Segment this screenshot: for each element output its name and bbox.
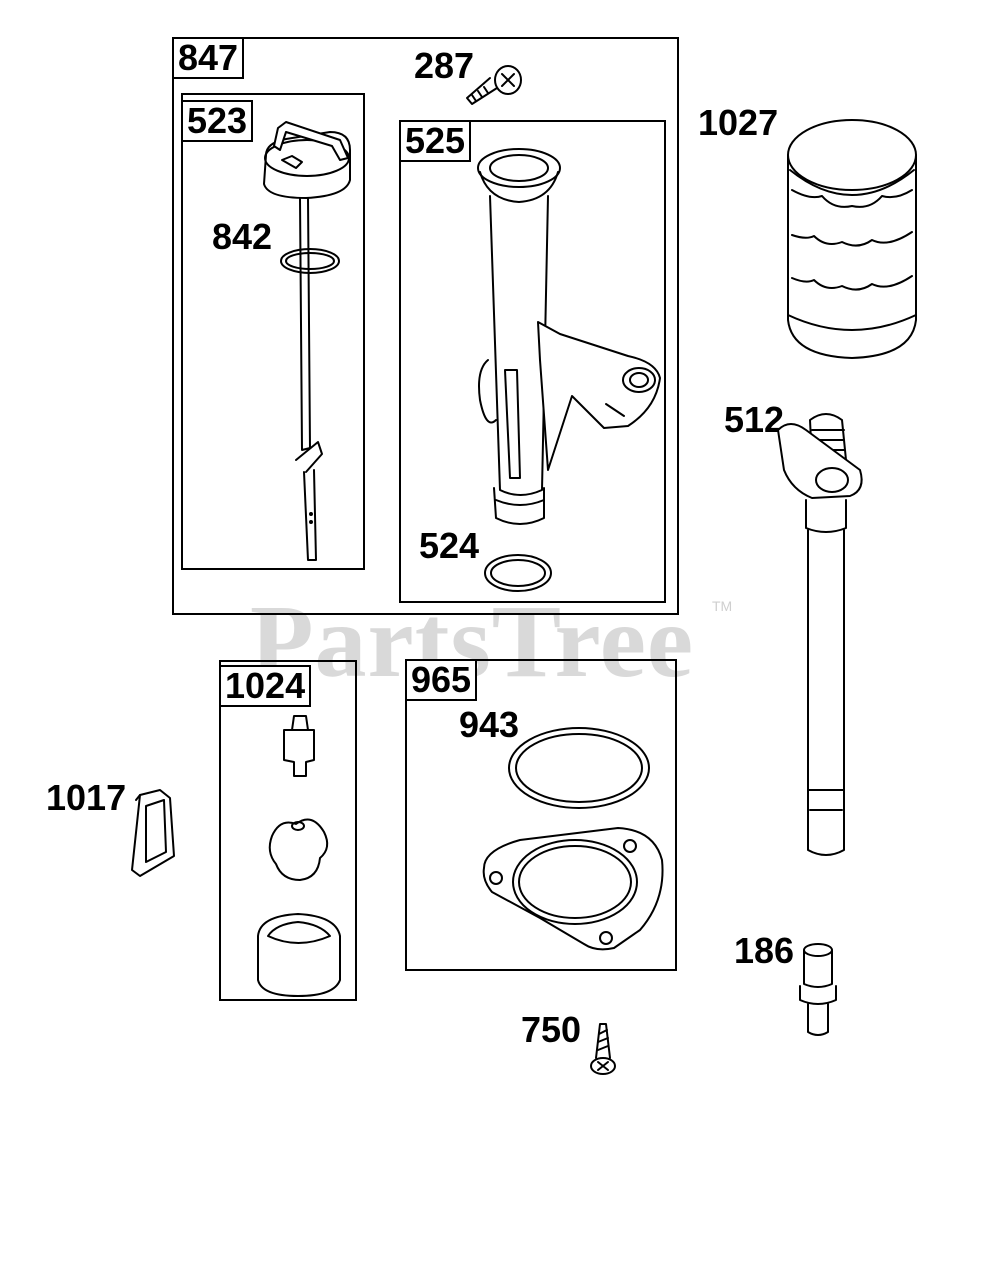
cover-plate-965-drawing <box>482 827 664 951</box>
oil-filter-1027-drawing <box>787 119 917 359</box>
gasket-943-drawing <box>508 727 650 809</box>
fitting-186-drawing <box>799 943 837 1036</box>
drain-valve-512-drawing <box>777 413 863 856</box>
part-label-287[interactable]: 287 <box>414 45 475 86</box>
part-label-842[interactable]: 842 <box>212 216 273 257</box>
filter-1017-drawing <box>131 789 175 877</box>
group-box-523 <box>181 93 365 570</box>
group-box-1024 <box>219 660 357 1001</box>
screw-750-drawing <box>590 1023 616 1075</box>
oil-pump-1024-drawing <box>257 715 341 997</box>
dipstick-tube-525-drawing <box>477 148 661 525</box>
o-ring-842-drawing <box>280 248 340 274</box>
gasket-524-drawing <box>484 554 552 592</box>
watermark-trademark: TM <box>712 598 733 614</box>
group-box-525 <box>399 120 666 603</box>
part-label-524[interactable]: 524 <box>419 525 480 566</box>
part-label-943[interactable]: 943 <box>459 704 520 745</box>
group-label-847[interactable]: 847 <box>172 37 245 79</box>
screw-287-drawing <box>466 65 522 105</box>
group-label-965[interactable]: 965 <box>405 659 478 701</box>
part-label-512[interactable]: 512 <box>724 399 785 440</box>
group-box-965 <box>405 659 677 971</box>
group-box-847 <box>172 37 679 615</box>
part-label-750[interactable]: 750 <box>521 1009 582 1050</box>
part-label-186[interactable]: 186 <box>734 930 795 971</box>
group-label-525[interactable]: 525 <box>399 120 472 162</box>
group-label-523[interactable]: 523 <box>181 100 254 142</box>
part-label-1027[interactable]: 1027 <box>698 102 779 143</box>
group-label-1024[interactable]: 1024 <box>219 665 312 707</box>
part-label-1017[interactable]: 1017 <box>46 777 127 818</box>
dipstick-523-drawing <box>263 121 351 561</box>
